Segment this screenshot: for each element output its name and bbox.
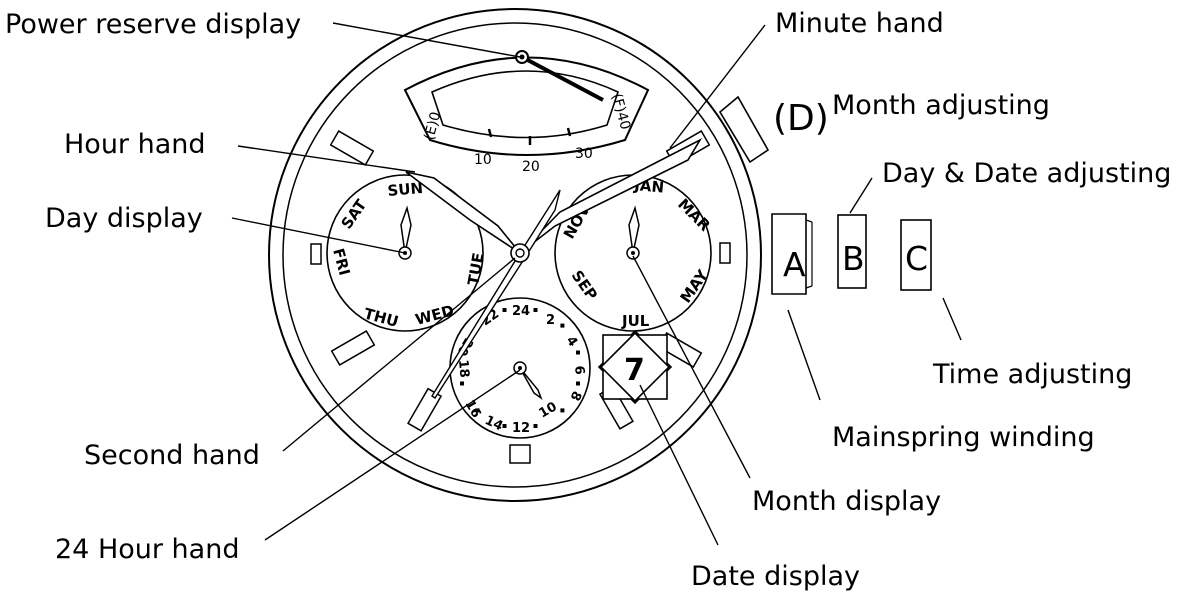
month-hand (628, 205, 640, 254)
crown-c-label: C (905, 239, 928, 278)
label-month-display: Month display (752, 486, 942, 517)
power-reserve-display: (E)0 (F)40 10 20 30 (403, 50, 650, 175)
h24-dot (502, 424, 507, 428)
h24-14: 14 (482, 413, 505, 434)
crown-b-label: B (842, 239, 865, 278)
day-tue: TUE (464, 251, 487, 286)
leader-time-adjusting (942, 297, 962, 341)
h24-dot (533, 424, 538, 428)
watch-case-inner (282, 22, 748, 488)
pr-tick-30: 30 (575, 146, 593, 162)
leader-mainspring (787, 309, 821, 401)
label-24-hour-hand: 24 Hour hand (55, 534, 240, 565)
crown-a[interactable]: A (771, 213, 813, 295)
label-minute-hand: Minute hand (775, 8, 944, 39)
label-day-display: Day display (45, 203, 203, 234)
label-date-display: Date display (691, 561, 860, 592)
label-mainspring-winding: Mainspring winding (832, 422, 1095, 453)
leader-hour-hand (237, 145, 416, 173)
date-digit: 7 (624, 353, 645, 388)
month-jul: JUL (621, 312, 650, 330)
h24-dot (502, 308, 507, 312)
leader-second-hand (282, 257, 516, 452)
leader-month-display (632, 255, 751, 479)
pr-tick-20: 20 (522, 159, 540, 175)
hour-hand (405, 171, 521, 254)
leader-minute-hand (669, 24, 766, 149)
h24-dot (560, 408, 565, 413)
day-sun: SUN (387, 179, 424, 200)
h24-24: 24 (512, 304, 530, 319)
pr-tick-10: 10 (474, 152, 492, 168)
day-subdial: SUN TUE WED THU FRI SAT (326, 174, 488, 332)
crown-d-label: (D) (773, 98, 829, 139)
label-second-hand: Second hand (84, 440, 260, 471)
label-month-adjusting: Month adjusting (832, 90, 1050, 121)
h24-2: 2 (546, 313, 555, 328)
h24-6: 6 (571, 365, 587, 375)
crown-c[interactable]: C (900, 219, 932, 291)
pr-empty-label: (E)0 (421, 110, 444, 142)
leader-day-display (231, 217, 406, 254)
24-hour-subdial: 24 2 4 6 8 10 12 14 16 18 20 22 (449, 297, 591, 439)
label-hour-hand: Hour hand (64, 129, 206, 160)
leader-lines (231, 22, 962, 546)
h24-18: 18 (455, 359, 472, 378)
power-reserve-hand (521, 55, 604, 102)
minute-hand (519, 138, 703, 254)
label-power-reserve: Power reserve display (5, 9, 302, 40)
crown-a-label: A (783, 245, 806, 284)
date-window: 7 (597, 329, 673, 405)
month-subdial: JAN MAR MAY JUL SEP NOV (554, 174, 714, 332)
day-hand (400, 205, 412, 254)
leader-date-display (639, 384, 719, 546)
crown-b[interactable]: B (837, 214, 867, 289)
h24-dot (576, 381, 580, 386)
leader-day-date (849, 177, 873, 214)
leader-24-hour-hand (264, 369, 521, 541)
crown-d[interactable]: (D) (718, 95, 829, 164)
h24-dot (460, 381, 464, 386)
label-day-date-adjusting: Day & Date adjusting (882, 158, 1172, 189)
h24-12: 12 (512, 421, 530, 436)
h24-dot (576, 350, 580, 355)
label-time-adjusting: Time adjusting (933, 359, 1133, 390)
leader-power-reserve (332, 22, 521, 58)
24-hour-hand (519, 367, 543, 401)
watch-case-outer (268, 8, 762, 502)
h24-dot (475, 408, 480, 413)
h24-dot (533, 308, 538, 312)
h24-dot (560, 323, 565, 328)
